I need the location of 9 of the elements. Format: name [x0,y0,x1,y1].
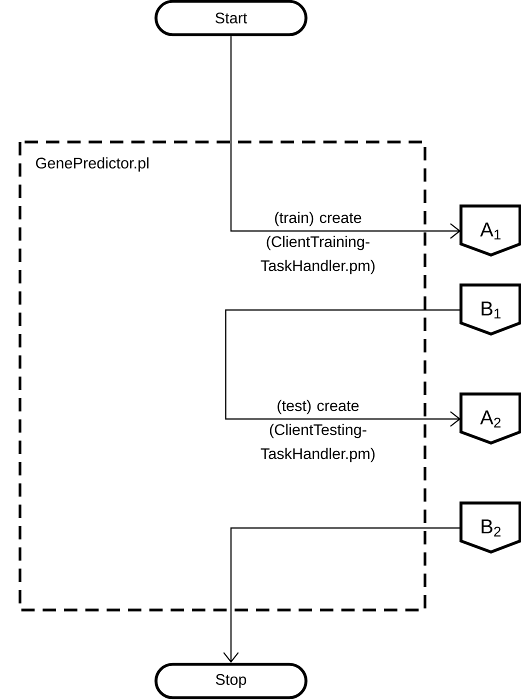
off-page-connector: B$_{2}$ [460,502,521,554]
off-page-connector: A$_{2}$ [460,392,521,445]
arrow [230,36,461,239]
edge-label: (train) create (ClientTraining-TaskHandler.pm) [260,212,375,274]
arrow [223,527,461,663]
off-page-connector: A$_{1}$ [460,204,521,257]
arrow [225,309,461,427]
edge-label: (test) create (ClientTesting-TaskHandler.pm) [260,400,375,462]
off-page-connector: B$_{1}$ [460,284,521,336]
